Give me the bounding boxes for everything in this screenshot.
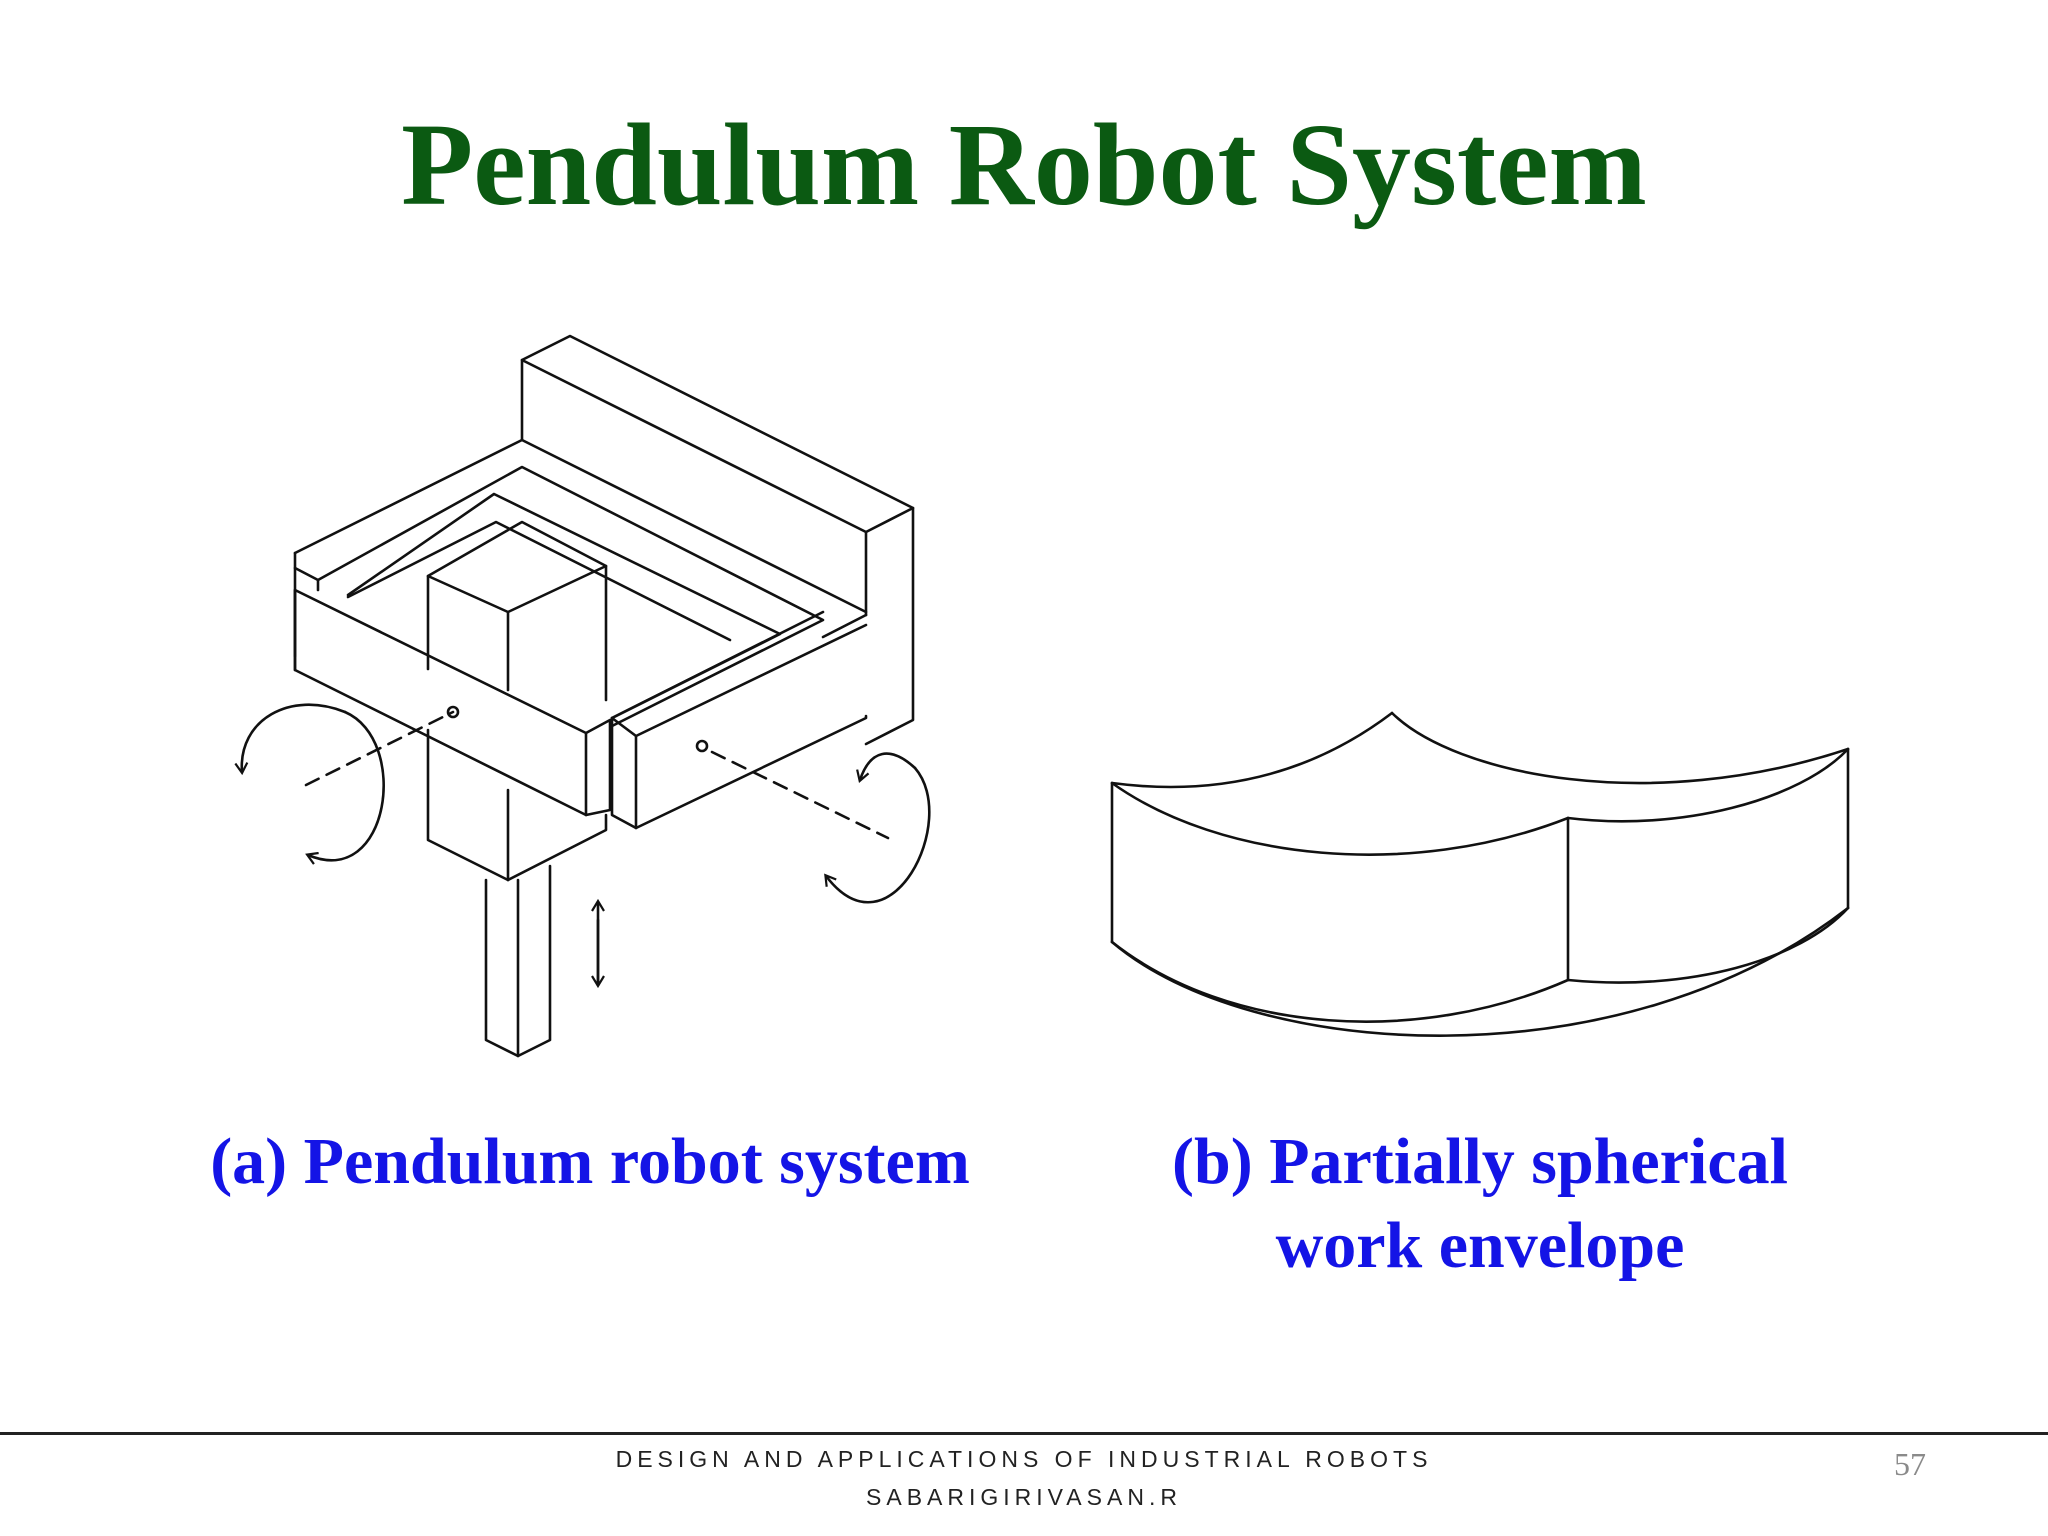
pendulum-robot-drawing [234,334,931,1058]
page-number: 57 [1894,1446,1926,1482]
slide-title: Pendulum Robot System [401,99,1647,230]
caption-pendulum-robot: (a) Pendulum robot system [210,1125,970,1198]
work-envelope-drawing [1110,711,1850,1037]
footer-divider [0,1432,2048,1435]
caption-work-envelope: (b) Partially spherical work envelope [1172,1125,1788,1282]
footer-course-title: DESIGN AND APPLICATIONS OF INDUSTRIAL RO… [615,1446,1433,1472]
footer-author: SABARIGIRIVASAN.R [866,1484,1182,1510]
